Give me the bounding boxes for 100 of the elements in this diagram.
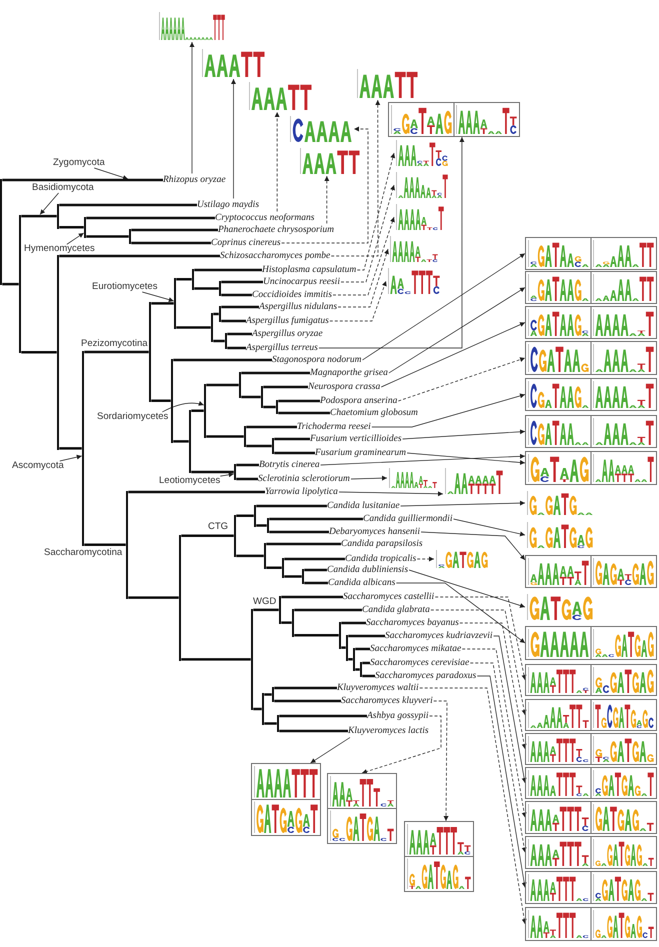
species-name: Sclerotinia sclerotiorum xyxy=(258,473,350,485)
arrow xyxy=(350,476,388,481)
branch-line xyxy=(281,596,343,598)
curved-arrow xyxy=(162,401,204,412)
branch-line xyxy=(263,406,276,408)
branch-line xyxy=(355,648,370,650)
clade-label: Pezizomycotina xyxy=(81,339,148,349)
arrow xyxy=(59,454,82,462)
branch-line xyxy=(176,326,211,329)
branch-line xyxy=(304,568,327,572)
arrow xyxy=(406,452,526,465)
sequence-motif-drawing xyxy=(525,907,657,941)
branch-bar xyxy=(278,596,282,624)
clade-label: Leotiomycetes xyxy=(159,476,220,486)
branch-line xyxy=(246,444,272,448)
clade-label: Hymenomycetes xyxy=(24,244,95,254)
branch-bar xyxy=(302,568,304,584)
sequence-motif-drawing xyxy=(387,466,439,490)
branch-line xyxy=(264,693,272,696)
branch-bar xyxy=(0,178,2,286)
branch-line xyxy=(278,412,330,414)
branch-line xyxy=(348,634,385,638)
sequence-motif-drawing xyxy=(525,626,657,660)
species-name: Candida tropicalis xyxy=(345,553,416,565)
species-name: Debaryomyces hansenii xyxy=(329,526,420,538)
sequence-motif-drawing xyxy=(443,466,505,496)
sequence-motif-drawing xyxy=(251,763,321,836)
branch-line xyxy=(274,452,315,454)
species-name: Ashbya gossypii xyxy=(367,710,428,722)
species-name: Coccidioides immitis xyxy=(252,289,332,301)
sequence-motif-drawing xyxy=(434,548,490,570)
species-name: Histoplasma capsulatum xyxy=(262,264,356,276)
sequence-motif-drawing xyxy=(247,80,314,112)
sequence-motif-drawing xyxy=(404,821,474,892)
species-name: Uncinocarpus reesii xyxy=(263,276,340,288)
branch-bar xyxy=(210,312,214,342)
branch-line xyxy=(274,438,310,440)
sequence-motif-drawing xyxy=(394,138,450,168)
sequence-motif-drawing xyxy=(525,836,657,869)
arrow xyxy=(400,500,526,506)
species-name: Podospora anserina xyxy=(320,395,398,407)
clade-label: Ascomycota xyxy=(12,461,64,471)
sequence-motif-drawing xyxy=(525,555,657,588)
branch-line xyxy=(362,662,370,664)
branch-line xyxy=(128,596,179,599)
clade-label: WGD xyxy=(253,597,276,607)
species-name: Candida parapsilosis xyxy=(341,538,423,550)
branch-line xyxy=(194,287,219,290)
branch-bar xyxy=(84,216,86,238)
branch-bar xyxy=(178,534,182,661)
branch-line xyxy=(304,582,328,584)
branch-line xyxy=(279,730,348,732)
species-name: Candida glabrata xyxy=(362,604,430,616)
sequence-motif-drawing xyxy=(394,202,446,232)
branch-line xyxy=(21,214,57,218)
branch-line xyxy=(274,686,337,690)
branch-bar xyxy=(188,410,192,474)
sequence-motif-drawing xyxy=(525,664,657,696)
sequence-motif-drawing xyxy=(525,237,657,270)
arrow xyxy=(332,216,395,296)
arrow xyxy=(493,636,527,784)
branch-line xyxy=(191,410,204,412)
species-name: Stagonospora nodorum xyxy=(272,354,362,366)
sequence-motif-drawing xyxy=(525,489,595,517)
branch-line xyxy=(59,254,220,258)
arrow xyxy=(419,688,527,924)
branch-line xyxy=(213,340,225,342)
arrow xyxy=(430,610,527,716)
branch-bar xyxy=(218,280,222,296)
branch-line xyxy=(194,268,262,272)
sequence-motif-drawing xyxy=(288,114,354,144)
branch-line xyxy=(279,714,367,718)
arrow xyxy=(320,454,526,466)
sequence-motif-drawing xyxy=(525,415,657,448)
branch-bar xyxy=(282,558,284,578)
clade-label: Sordariomycetes xyxy=(97,412,168,422)
clade-label: Eurotiomycetes xyxy=(92,282,158,292)
sequence-motif-drawing xyxy=(386,266,442,296)
branch-line xyxy=(176,278,192,280)
branch-line xyxy=(86,216,215,220)
species-name: Aspergillus fumigatus xyxy=(246,315,329,327)
arrow xyxy=(396,582,526,644)
sequence-motif-drawing xyxy=(525,871,657,904)
sequence-motif-drawing xyxy=(327,773,397,844)
arrow xyxy=(330,100,380,256)
clade-label: Basidiomycota xyxy=(32,183,94,193)
species-name: Botrytis cinerea xyxy=(259,459,320,471)
species-name: Kluyveromyces lactis xyxy=(348,725,429,737)
branch-line xyxy=(59,226,84,228)
species-name: Saccharomyces kluyveri xyxy=(341,695,433,707)
arrow xyxy=(408,570,526,608)
branch-line xyxy=(84,544,126,546)
branch-line xyxy=(84,350,149,354)
branch-line xyxy=(151,302,174,305)
branch-line xyxy=(236,464,259,466)
species-name: Schizosaccharomyces pombe xyxy=(220,250,330,262)
species-name: Cryptococcus neoformans xyxy=(215,212,314,224)
species-name: Saccharomyces bayanus xyxy=(366,617,459,629)
branch-line xyxy=(173,440,189,443)
sequence-motif-drawing xyxy=(525,271,657,304)
